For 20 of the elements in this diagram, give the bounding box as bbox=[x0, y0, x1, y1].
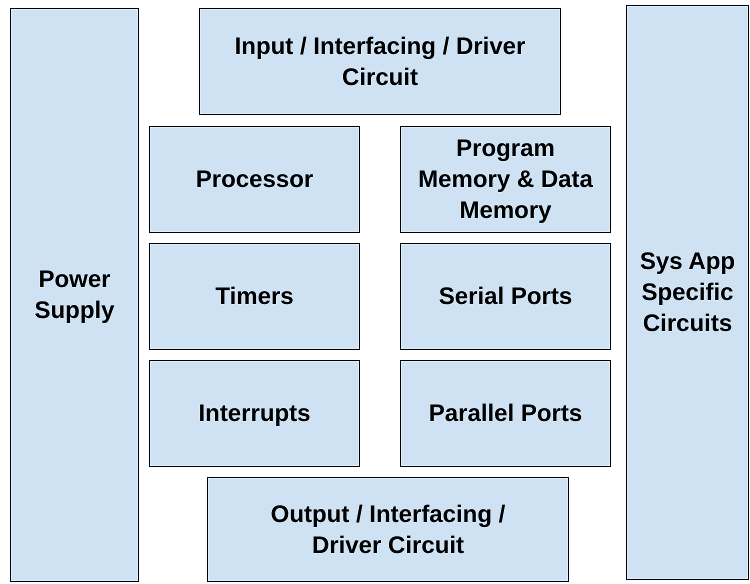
block-label: Parallel Ports bbox=[428, 399, 582, 429]
block-box bbox=[400, 360, 611, 467]
block-box bbox=[149, 243, 360, 350]
block-box bbox=[149, 360, 360, 467]
block-label: Serial Ports bbox=[438, 282, 572, 312]
block-label: Program Memory & Data Memory bbox=[417, 134, 594, 226]
block-label: Input / Interfacing / Driver Circuit bbox=[234, 32, 526, 92]
block-label: Timers bbox=[215, 282, 294, 312]
block-box bbox=[400, 243, 611, 350]
block-box bbox=[207, 477, 569, 582]
block-label: Power Supply bbox=[33, 265, 116, 326]
block-box bbox=[400, 126, 611, 233]
block-label: Sys App Specific Circuits bbox=[638, 247, 736, 339]
block-label: Interrupts bbox=[198, 399, 310, 429]
block-label: Output / Interfacing / Driver Circuit bbox=[270, 500, 506, 560]
block-box bbox=[149, 126, 360, 233]
block-box bbox=[626, 5, 749, 580]
block-box bbox=[10, 8, 139, 582]
block-box bbox=[199, 8, 561, 115]
block-label: Processor bbox=[196, 165, 314, 195]
